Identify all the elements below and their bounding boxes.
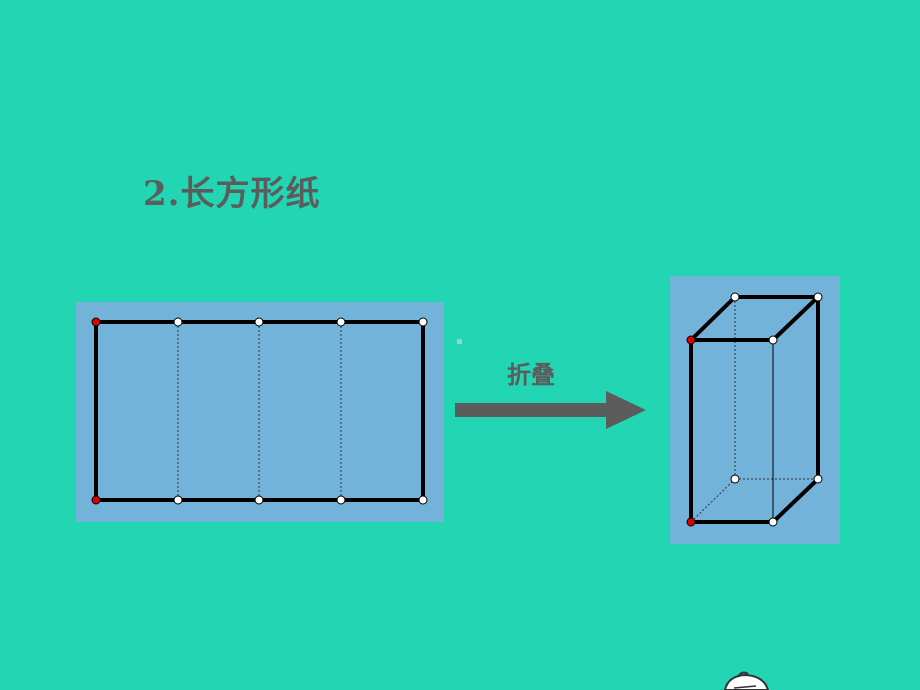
vertex-top-right <box>418 317 428 327</box>
folded-cuboid <box>686 292 823 527</box>
cuboid-vertex-back-bottom-right <box>813 474 823 484</box>
edge-top-left <box>689 295 737 342</box>
hidden-edge-bottom-left <box>690 478 736 523</box>
cuboid-vertex-front-bottom-left <box>686 517 696 527</box>
arrow-head <box>606 391 646 429</box>
rectangle-paper-panel <box>76 302 444 522</box>
edge-top-right <box>771 295 820 342</box>
vertex-bottom-1 <box>173 495 183 505</box>
arrow-shaft <box>455 403 610 417</box>
cuboid-vertex-back-top-right <box>813 292 823 302</box>
edge-bottom-right <box>771 477 820 524</box>
cuboid-panel <box>670 276 840 544</box>
rectangle-paper <box>91 317 428 505</box>
fold-arrow <box>455 391 646 429</box>
vertex-top-1 <box>173 317 183 327</box>
slide-title: 2.长方形纸 <box>143 174 321 214</box>
vertex-bottom-2 <box>254 495 264 505</box>
vertex-top-3 <box>336 317 346 327</box>
vertex-top-2 <box>254 317 264 327</box>
vertex-bottom-3 <box>336 495 346 505</box>
cuboid-vertex-front-top-left <box>686 335 696 345</box>
cuboid-vertex-back-top-left <box>730 292 740 302</box>
vertex-bottom-left <box>91 495 101 505</box>
cuboid-vertex-back-bottom-left <box>730 474 740 484</box>
fold-label: 折叠 <box>507 361 555 389</box>
mascot-icon <box>723 671 770 690</box>
vertex-top-left <box>91 317 101 327</box>
vertex-bottom-right <box>418 495 428 505</box>
decorative-dot <box>457 339 462 344</box>
cuboid-vertex-front-top-right <box>768 335 778 345</box>
cuboid-vertex-front-bottom-right <box>768 517 778 527</box>
